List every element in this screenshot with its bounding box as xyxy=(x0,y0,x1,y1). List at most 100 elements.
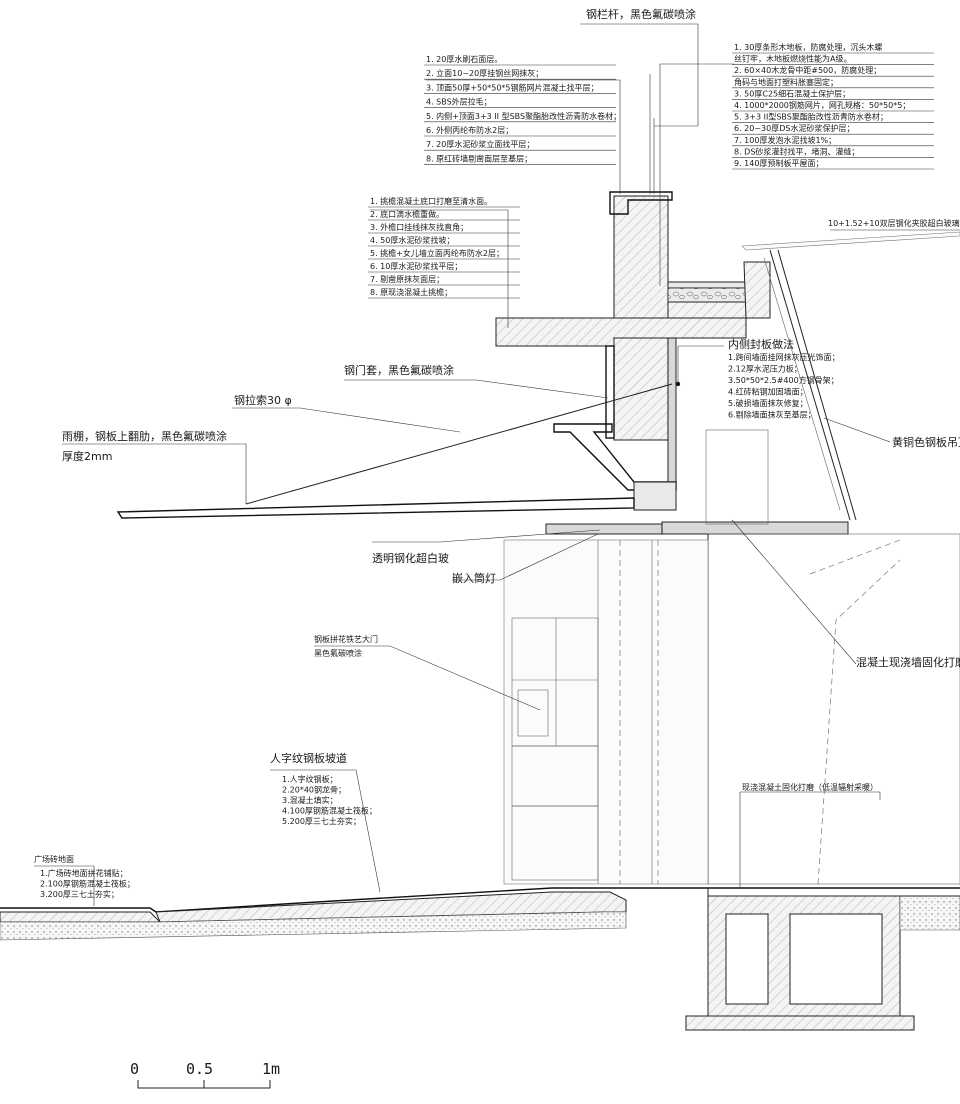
leader-lines xyxy=(34,23,960,906)
note-line: 1.广场砖地面拼花铺贴； xyxy=(40,868,128,878)
leader-gate xyxy=(314,645,541,711)
label-wall-finish: 混凝土现浇墙固化打磨 xyxy=(856,655,960,669)
note-line: 5. 内侧+顶面3+3 II 型SBS聚酯胎改性沥青防水卷材； xyxy=(426,111,621,121)
note-line: 2. 60×40木龙骨中距#500，防腐处理； xyxy=(734,65,881,75)
note-line: 1.跨间墙面挂网抹灰压光饰面； xyxy=(728,352,840,362)
note-line: 4. 50厚水泥砂浆找坡； xyxy=(370,235,454,245)
note-line: 2.100厚钢筋混凝土筏板； xyxy=(40,879,135,889)
note-line: 7. 20厚水泥砂浆立面找平层； xyxy=(426,139,534,149)
note-line: 3. 50厚C25细石混凝土保护层； xyxy=(734,88,850,98)
trench-footing xyxy=(685,1015,915,1031)
scale-tick-0: 0 xyxy=(130,1060,139,1078)
scale-tick-half: 0.5 xyxy=(186,1060,213,1078)
leader-plaza xyxy=(34,865,95,906)
deck-layer-top xyxy=(667,281,747,289)
gate-panels xyxy=(511,540,653,884)
label-glass-roof: 10+1.52+10双层钢化夹胶超白玻璃 xyxy=(828,218,960,228)
notes-inner: 1.跨间墙面挂网抹灰压光饰面； 2.12厚水泥压力板；3.50*50*2.5#40… xyxy=(728,352,840,420)
note-line: 6. 外侧丙纶布防水2层； xyxy=(426,125,513,135)
inclined-glazing xyxy=(769,249,857,521)
note-line: 8. DS砂浆灌封找平，堵洞、灌缝； xyxy=(734,146,859,156)
leader-canopy xyxy=(62,443,247,504)
note-line: 7. 100厚发泡水泥找坡1%； xyxy=(734,135,836,145)
note-line: 5. 3+3 II型SBS聚酯胎改性沥青防水卷材； xyxy=(734,112,888,122)
railing-post xyxy=(649,74,655,194)
leader-wall-notes xyxy=(426,79,621,194)
labels: 钢栏杆，黑色氟碳喷涂 钢门套，黑色氟碳喷涂 钢拉索30 φ 雨棚，钢板上翻肋，黑… xyxy=(34,7,960,864)
leader-tie-rod xyxy=(232,407,461,433)
note-line: 4. 1000*2000钢筋网片，网孔规格：50*50*5； xyxy=(734,100,910,110)
wall-liner xyxy=(605,345,615,439)
notes-eave: 1. 挑檐混凝土底口打磨至清水面。2. 底口滴水檐重做。3. 外檐口挂线抹灰找直… xyxy=(368,196,520,299)
inner-wall-right xyxy=(705,429,769,525)
parapet-cap xyxy=(609,191,673,215)
note-line: 2.12厚水泥压力板； xyxy=(728,364,802,374)
note-line: 1. 30厚条形木地板，防腐处理，沉头木螺 xyxy=(734,42,882,52)
leader-deck-notes xyxy=(659,63,734,286)
note-line: 8. 原现浇混凝土挑檐； xyxy=(370,287,452,297)
label-gate-finish: 黑色氟碳喷涂 xyxy=(314,648,362,658)
note-line: 角码与地面打塑料胀塞固定； xyxy=(734,77,838,87)
scale-line xyxy=(137,1080,271,1089)
note-line: 1.人字纹钢板； xyxy=(282,774,338,784)
facade-wall xyxy=(707,533,960,885)
note-line: 3.200厚三七土夯实； xyxy=(40,889,119,899)
label-ramp: 人字纹钢板坡道 xyxy=(270,751,347,765)
label-railing: 钢栏杆，黑色氟碳喷涂 xyxy=(586,7,696,21)
label-door-cover: 钢门套，黑色氟碳喷涂 xyxy=(344,363,454,377)
scale-bar: 0 0.5 1m xyxy=(130,1060,280,1089)
leader-ramp xyxy=(270,769,381,893)
label-plaza: 广场砖地面 xyxy=(34,854,74,864)
structure xyxy=(0,191,960,1031)
trench-void-left xyxy=(725,913,769,1005)
notes-wall: 1. 20厚水刷石面层。 2. 立面10~20厚挂钢丝网抹灰； 3. 顶面50厚+5… xyxy=(424,54,621,165)
glass-roof xyxy=(741,231,960,251)
note-line: 6.剔除墙面抹灰至基层； xyxy=(728,410,816,420)
canopy-beam xyxy=(633,481,677,511)
label-gate: 钢板拼花铁艺大门 xyxy=(314,634,378,644)
note-line: 2.20*40钢龙骨； xyxy=(282,785,346,795)
leader-dot xyxy=(675,381,681,387)
note-line: 5.破损墙面抹灰修复； xyxy=(728,398,808,408)
hidden-outline xyxy=(809,539,901,885)
leader-ceiling xyxy=(823,417,891,443)
notes-plaza: 1.广场砖地面拼花铺贴；2.100厚钢筋混凝土筏板；3.200厚三七土夯实； xyxy=(40,868,135,899)
door-frame-post xyxy=(667,337,677,489)
note-line: 3. 顶面50厚+50*50*5钢筋网片混凝土找平层； xyxy=(426,82,599,92)
note-line: 3.50*50*2.5#400方钢骨架； xyxy=(728,375,839,385)
leader-inner-panel xyxy=(677,345,724,386)
note-line: 丝钉牢，木地板燃烧性能为A级。 xyxy=(734,54,851,64)
label-ceiling: 黄铜色钢板吊顶 xyxy=(892,435,960,449)
plaza-slab xyxy=(0,911,162,923)
note-line: 9. 140厚预制板平屋面； xyxy=(734,158,823,168)
note-line: 6. 20~30厚DS水泥砂浆保护层； xyxy=(734,123,854,133)
label-tie-rod: 钢拉索30 φ xyxy=(234,393,292,407)
note-line: 1. 挑檐混凝土底口打磨至清水面。 xyxy=(370,196,492,206)
note-line: 3. 外檐口挂线抹灰找直角； xyxy=(370,222,468,232)
leader-wall-finish xyxy=(731,519,857,665)
notes-ramp: 1.人字纹钢板；2.20*40钢龙骨；3.混凝土填实；4.100厚钢筋混凝土筏板… xyxy=(282,774,377,826)
note-line: 4.100厚钢筋混凝土筏板； xyxy=(282,806,377,816)
note-line: 6. 10厚水泥砂浆找平层； xyxy=(370,261,462,271)
inclined-glazing-frame xyxy=(763,257,841,511)
tie-rod xyxy=(245,383,673,505)
leader-floor-heat xyxy=(739,791,881,888)
leader-railing xyxy=(580,23,699,127)
note-line: 3.混凝土填实； xyxy=(282,795,338,805)
deck-curb xyxy=(743,261,771,319)
note-line: 7. 剔凿原抹灰面层； xyxy=(370,274,444,284)
note-line: 4. SBS外层拉毛； xyxy=(426,97,492,107)
label-floor-heat: 现浇混凝土固化打磨（低温辐射采暖） xyxy=(742,782,878,792)
note-line: 1. 20厚水刷石面层。 xyxy=(426,54,502,64)
note-line: 8. 原红砖墙剔凿面层至基层； xyxy=(426,153,532,163)
upper-wall xyxy=(613,337,669,441)
leader-eave-notes xyxy=(370,209,509,328)
note-line: 2. 立面10~20厚挂钢丝网抹灰； xyxy=(426,68,543,78)
leader-door-cover xyxy=(344,379,609,399)
label-clear-glass: 透明钢化超白玻 xyxy=(372,551,449,565)
note-line: 5. 挑檐+女儿墙立面丙纶布防水2层； xyxy=(370,248,504,258)
label-downlight: 嵌入筒灯 xyxy=(452,571,496,585)
